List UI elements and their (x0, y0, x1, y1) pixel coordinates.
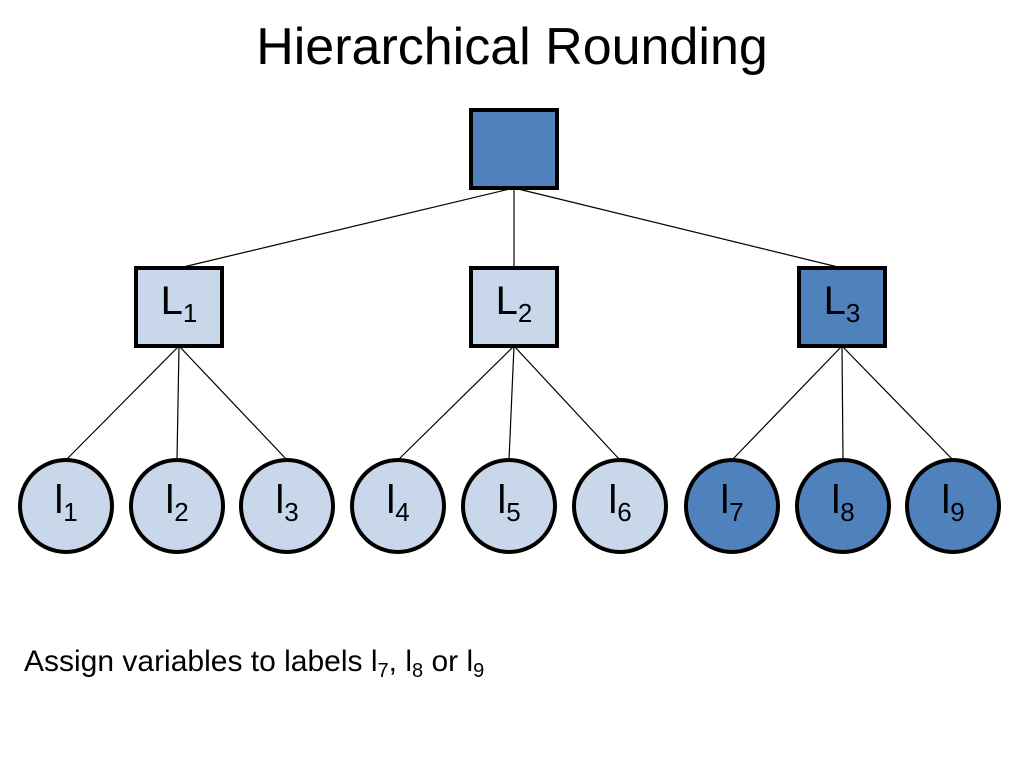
leaf-node-l1: l1 (18, 458, 114, 554)
leaf-node-circle (795, 458, 891, 554)
caption: Assign variables to labels l7, l8 or l9 (24, 640, 484, 684)
leaf-node-label: l3 (275, 478, 298, 527)
group-node-label: L2 (496, 279, 533, 328)
caption-label-l9: l9 (466, 645, 485, 682)
leaf-node-l4: l4 (350, 458, 446, 554)
leaf-node-l5: l5 (461, 458, 557, 554)
leaf-node-l6: l6 (572, 458, 668, 554)
leaf-node-l8: l8 (795, 458, 891, 554)
leaf-node-label: l9 (941, 478, 964, 527)
tree-edge (65, 345, 180, 461)
caption-prefix: Assign variables to labels (24, 645, 371, 678)
leaf-node-circle (18, 458, 114, 554)
leaf-node-l2: l2 (129, 458, 225, 554)
group-node-L2: L2 (469, 266, 559, 348)
group-node-box (134, 266, 224, 348)
tree-edges (65, 187, 954, 461)
tree-edge (178, 345, 288, 461)
group-node-label: L3 (824, 279, 861, 328)
caption-separator: or (423, 645, 467, 678)
leaf-node-l7: l7 (684, 458, 780, 554)
tree-edge (508, 345, 515, 461)
leaf-node-label: l2 (165, 478, 188, 527)
tree-edge (841, 345, 844, 461)
tree-edge (513, 345, 621, 461)
tree-edge (178, 187, 515, 269)
root-node (469, 108, 559, 190)
leaf-node-l9: l9 (905, 458, 1001, 554)
tree-edge (731, 345, 843, 461)
group-node-box (797, 266, 887, 348)
leaf-node-circle (129, 458, 225, 554)
tree-edge (176, 345, 180, 461)
tree-edge (397, 345, 515, 461)
caption-label-l8: l8 (405, 645, 424, 682)
leaf-node-label: l5 (497, 478, 520, 527)
group-node-L3: L3 (797, 266, 887, 348)
leaf-node-circle (461, 458, 557, 554)
group-node-L1: L1 (134, 266, 224, 348)
leaf-node-label: l4 (386, 478, 409, 527)
leaf-node-label: l7 (720, 478, 743, 527)
leaf-node-circle (239, 458, 335, 554)
leaf-node-circle (905, 458, 1001, 554)
tree-nodes: L1 l1 l2 l3 L2 l4 l5 l6 L3 l7 l8 l9 (18, 108, 1001, 554)
tree-edge (513, 187, 843, 269)
group-node-box (469, 266, 559, 348)
leaf-node-label: l1 (54, 478, 77, 527)
tree-edge (841, 345, 954, 461)
leaf-node-label: l6 (608, 478, 631, 527)
leaf-node-circle (350, 458, 446, 554)
leaf-node-l3: l3 (239, 458, 335, 554)
leaf-node-circle (684, 458, 780, 554)
leaf-node-label: l8 (831, 478, 854, 527)
caption-label-l7: l7 (370, 645, 389, 682)
leaf-node-circle (572, 458, 668, 554)
slide-title: Hierarchical Rounding (256, 18, 768, 76)
group-node-label: L1 (161, 279, 198, 328)
caption-separator: , (388, 645, 406, 678)
